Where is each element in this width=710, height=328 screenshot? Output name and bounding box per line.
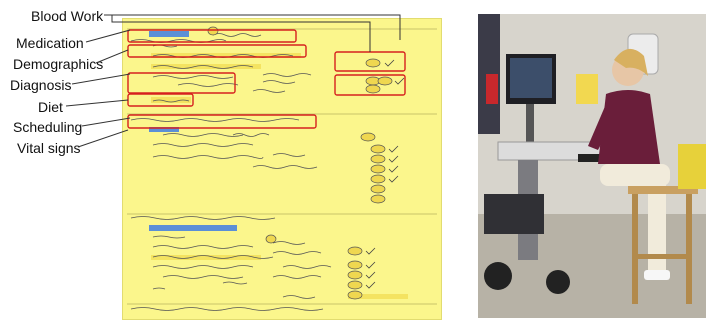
redacted-name-bar: [149, 31, 189, 37]
wall-sign: [576, 74, 598, 104]
leader-scheduling: [81, 117, 131, 127]
photo-illustration: [478, 14, 706, 318]
label-diet: Diet: [38, 99, 63, 115]
nurse-scrubs: [598, 90, 660, 164]
check-marks: [365, 59, 405, 289]
monitor-stand: [526, 104, 534, 144]
label-demographics: Demographics: [13, 56, 104, 72]
label-medication: Medication: [16, 35, 84, 51]
highlighter-stroke: [151, 64, 261, 69]
stool-leg: [686, 194, 692, 304]
highlight-boxes: [127, 29, 406, 129]
nursing-worksheet: [122, 18, 442, 320]
stool-rung: [632, 254, 692, 259]
med-checklist-circles: [207, 26, 393, 300]
stool-leg: [632, 194, 638, 304]
stool-seat: [628, 186, 698, 194]
redacted-name-bar: [149, 225, 237, 231]
nurse-shoe: [644, 270, 670, 280]
label-blood-work: Blood Work: [31, 8, 104, 24]
highlighter-stroke: [151, 255, 261, 260]
leader-blood-work-2: [111, 15, 371, 52]
leader-blood-work: [104, 14, 401, 40]
handwriting-scribbles: [130, 33, 332, 311]
leader-diagnosis: [71, 73, 131, 85]
highlighter-stroke: [151, 97, 191, 103]
leader-lines: [65, 14, 401, 148]
nurse-hair: [614, 48, 648, 76]
highlighter-stroke: [151, 53, 301, 58]
nurse-lower-leg: [648, 182, 666, 272]
callout-labels: Blood Work Medication Demographics Diagn…: [0, 0, 130, 328]
label-diagnosis: Diagnosis: [10, 77, 72, 93]
cart-base: [484, 194, 544, 234]
yellow-bin: [678, 144, 706, 189]
red-container: [486, 74, 498, 104]
nurse-legs: [600, 164, 670, 186]
cart-wheel: [546, 270, 570, 294]
label-scheduling: Scheduling: [13, 119, 83, 135]
nurse-arm: [588, 104, 616, 150]
label-vital-signs: Vital signs: [17, 140, 81, 156]
highlighter-stroke: [348, 294, 408, 299]
keyboard: [578, 154, 618, 162]
leader-demographics: [95, 49, 129, 64]
leader-diet: [65, 99, 129, 107]
leader-vital-signs: [77, 129, 129, 148]
leader-medication: [85, 29, 131, 43]
worksheet-drawing: [127, 26, 437, 311]
cart-wheel: [484, 262, 512, 290]
nurse-workstation-photo: [478, 14, 706, 318]
redacted-name-bar: [149, 127, 179, 132]
